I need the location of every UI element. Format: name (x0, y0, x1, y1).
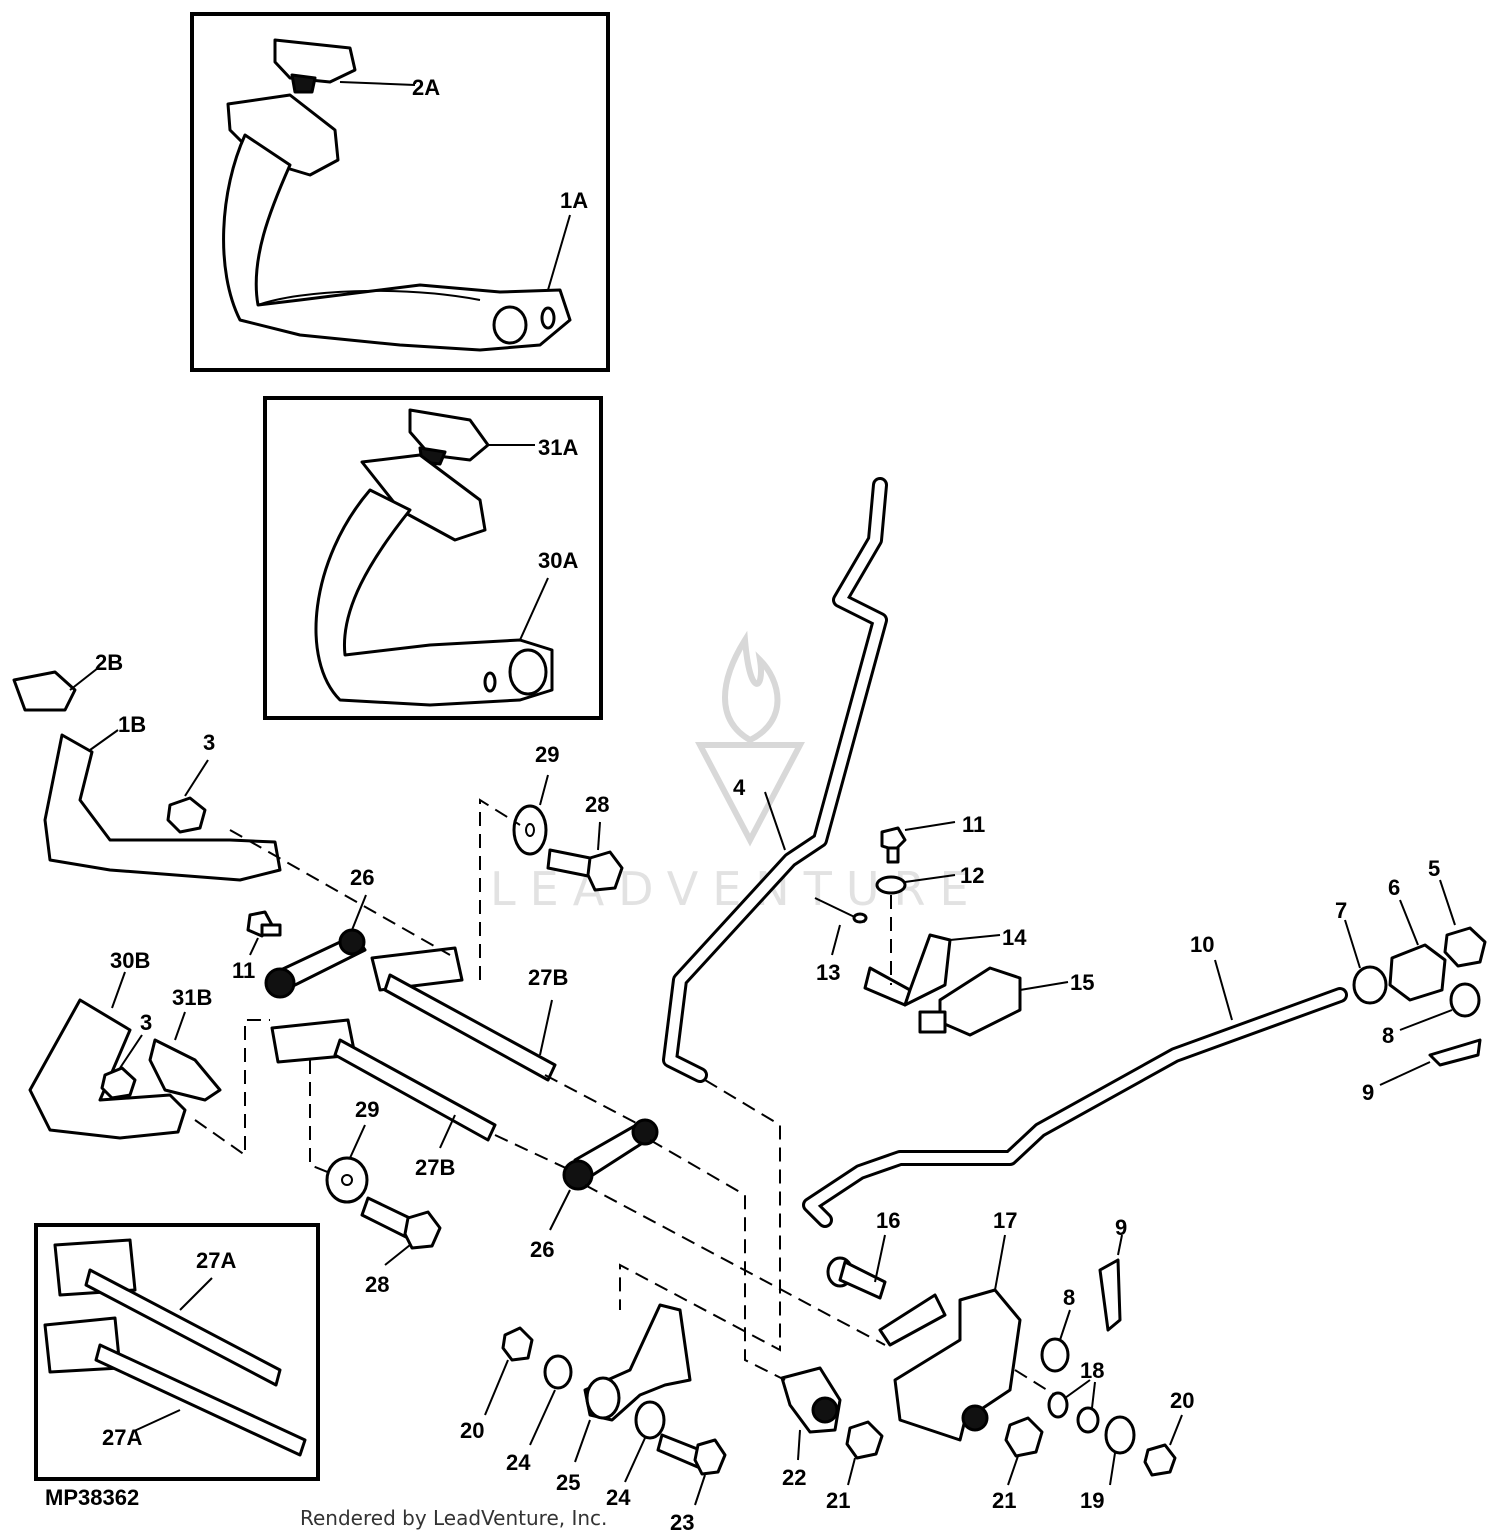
callout-15: 15 (1070, 970, 1094, 995)
assembly-lines (194, 798, 1056, 1396)
bolt-11-right (880, 821, 956, 864)
callout-26-upper: 26 (350, 865, 374, 890)
callout-1a: 1A (560, 188, 588, 213)
callout-1b: 1B (118, 712, 146, 737)
nut-20-right (1143, 1414, 1183, 1477)
callout-30b: 30B (110, 948, 150, 973)
callout-22: 22 (782, 1465, 806, 1490)
shaft-27b-lower (270, 1018, 497, 1149)
callout-27b-upper: 27B (528, 965, 568, 990)
bolt-28-lower (360, 1196, 442, 1266)
washer-19 (1104, 1415, 1136, 1486)
callout-2b: 2B (95, 650, 123, 675)
callout-20-left: 20 (460, 1418, 484, 1443)
callout-29-upper: 29 (535, 742, 559, 767)
callout-11-right: 11 (962, 812, 985, 837)
nut-5 (1439, 879, 1487, 968)
callout-labels: 2A 1A 31A 30A 2B 1B 3 3 29 28 26 11 30B … (95, 75, 1440, 1535)
callout-9-lower: 9 (1115, 1215, 1127, 1240)
pedal-30b (28, 971, 222, 1140)
callout-5: 5 (1428, 856, 1440, 881)
callout-27a-lower: 27A (102, 1425, 142, 1450)
callout-13: 13 (816, 960, 840, 985)
callout-6: 6 (1388, 875, 1400, 900)
callout-21-left: 21 (826, 1488, 850, 1513)
figure-id: MP38362 (45, 1485, 139, 1510)
callout-24-left: 24 (506, 1450, 531, 1475)
pin-9-right (1379, 1038, 1482, 1086)
shaft-27b-upper (370, 946, 557, 1082)
block-6 (1388, 899, 1447, 1002)
rod-4 (662, 477, 888, 1083)
bolt-23 (656, 1433, 727, 1506)
callout-23: 23 (670, 1510, 694, 1535)
pin-9-lower (1098, 1234, 1123, 1332)
arm-26-lower (549, 1118, 659, 1231)
bushing-7 (1344, 919, 1388, 1005)
inset-shafts-27a (34, 1223, 320, 1481)
callout-24-right: 24 (606, 1485, 631, 1510)
callout-29-lower: 29 (355, 1097, 379, 1122)
callout-14: 14 (1002, 925, 1027, 950)
callout-3-lower: 3 (140, 1010, 152, 1035)
nut-20-left (484, 1326, 534, 1416)
nut-21-right (1004, 1416, 1044, 1486)
nut-3-lower (100, 1034, 143, 1100)
bolt-28-upper (546, 821, 624, 892)
callout-28-upper: 28 (585, 792, 609, 817)
switch-15 (918, 966, 1069, 1037)
callout-9-right: 9 (1362, 1080, 1374, 1105)
callout-18: 18 (1080, 1358, 1104, 1383)
callout-2a: 2A (412, 75, 440, 100)
callout-11-left: 11 (232, 958, 255, 983)
callout-19: 19 (1080, 1488, 1104, 1513)
callout-26-lower: 26 (530, 1237, 554, 1262)
bolt-16 (826, 1234, 887, 1300)
callout-21-right: 21 (992, 1488, 1016, 1513)
callout-28-lower: 28 (365, 1272, 389, 1297)
callout-7: 7 (1335, 898, 1347, 923)
callout-17: 17 (993, 1208, 1017, 1233)
washer-24-left (529, 1354, 573, 1446)
callout-10: 10 (1190, 932, 1214, 957)
render-credit: Rendered by LeadVenture, Inc. (300, 1506, 607, 1530)
arm-25 (574, 1303, 692, 1463)
washer-29-upper (512, 774, 549, 856)
callout-12: 12 (960, 863, 984, 888)
washer-24-right (624, 1400, 666, 1483)
washer-8-lower (1040, 1309, 1071, 1373)
arm-26-upper (264, 894, 367, 999)
callout-30a: 30A (538, 548, 578, 573)
rod-10 (802, 959, 1348, 1228)
inset-pedal-30a (263, 396, 603, 720)
callout-16: 16 (876, 1208, 900, 1233)
washer-29-lower (325, 1124, 369, 1204)
clamp-22 (780, 1366, 842, 1461)
callout-31b: 31B (172, 985, 212, 1010)
callout-27b-lower: 27B (415, 1155, 455, 1180)
nut-21-left (845, 1420, 884, 1486)
washer-8-right (1399, 982, 1481, 1031)
callout-8-right: 8 (1382, 1023, 1394, 1048)
callout-4: 4 (733, 775, 746, 800)
callout-8-lower: 8 (1063, 1285, 1075, 1310)
callout-3-upper: 3 (203, 730, 215, 755)
callout-27a-upper: 27A (196, 1248, 236, 1273)
pivot-17 (878, 1234, 1022, 1442)
callout-31a: 31A (538, 435, 578, 460)
bracket-14 (863, 895, 1001, 1007)
pedal-1b (12, 667, 282, 882)
inset-pedal-1a (190, 12, 610, 372)
washer-12 (875, 874, 956, 895)
callout-20-right: 20 (1170, 1388, 1194, 1413)
bolt-11-left (246, 910, 282, 956)
washers-18 (1047, 1379, 1100, 1434)
pin-13 (814, 897, 868, 956)
nut-3-upper (166, 759, 209, 834)
callout-25: 25 (556, 1470, 580, 1495)
